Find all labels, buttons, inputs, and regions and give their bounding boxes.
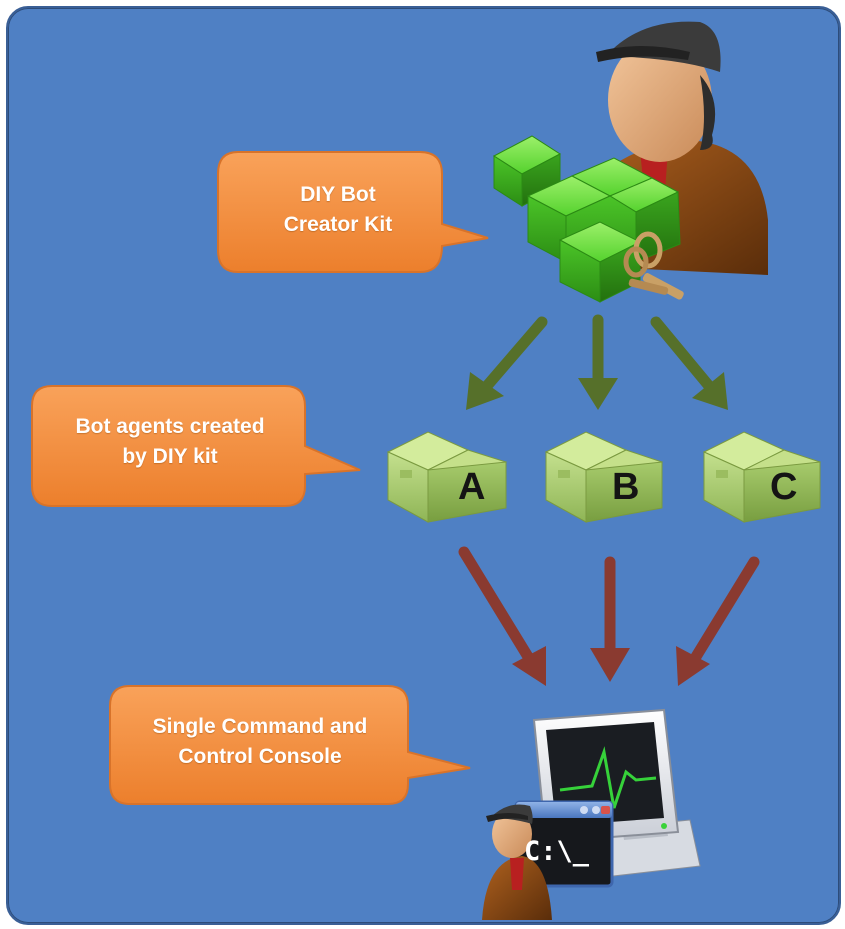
bot-box-c-icon (702, 431, 822, 523)
callout-agents-shape (31, 385, 361, 507)
arrow-kit-to-c (650, 316, 728, 410)
arrow-b-to-console (590, 556, 630, 682)
callout-console-label: Single Command and Control Console (114, 712, 406, 772)
callout-agents-label: Bot agents created by DIY kit (36, 412, 304, 472)
callout-console-line1: Single Command and (152, 715, 368, 738)
arrow-a-to-console (458, 546, 546, 686)
bot-c-label: C (770, 466, 798, 508)
callout-kit-line2: Creator Kit (283, 213, 393, 236)
bot-box-a-icon (386, 431, 508, 523)
bot-b-label: B (612, 466, 640, 508)
console-prompt: C:\_ (524, 836, 590, 867)
bot-a-label: A (458, 466, 486, 508)
callout-agents-line2: by DIY kit (122, 445, 218, 468)
keys-icon (623, 231, 684, 300)
arrow-c-to-console (676, 556, 760, 686)
arrow-kit-to-b (578, 314, 618, 410)
arrow-kit-to-a (466, 316, 548, 410)
callout-kit-shape (217, 151, 489, 273)
callout-console-shape (109, 685, 471, 805)
callout-kit-line1: DIY Bot (300, 183, 376, 206)
callout-kit-label: DIY Bot Creator Kit (238, 180, 438, 240)
callout-agents-line1: Bot agents created (75, 415, 265, 438)
operator-avatar-icon (482, 804, 552, 920)
callout-console-line2: Control Console (178, 745, 342, 768)
green-cubes-icon (493, 135, 681, 303)
bot-box-b-icon (544, 431, 664, 523)
